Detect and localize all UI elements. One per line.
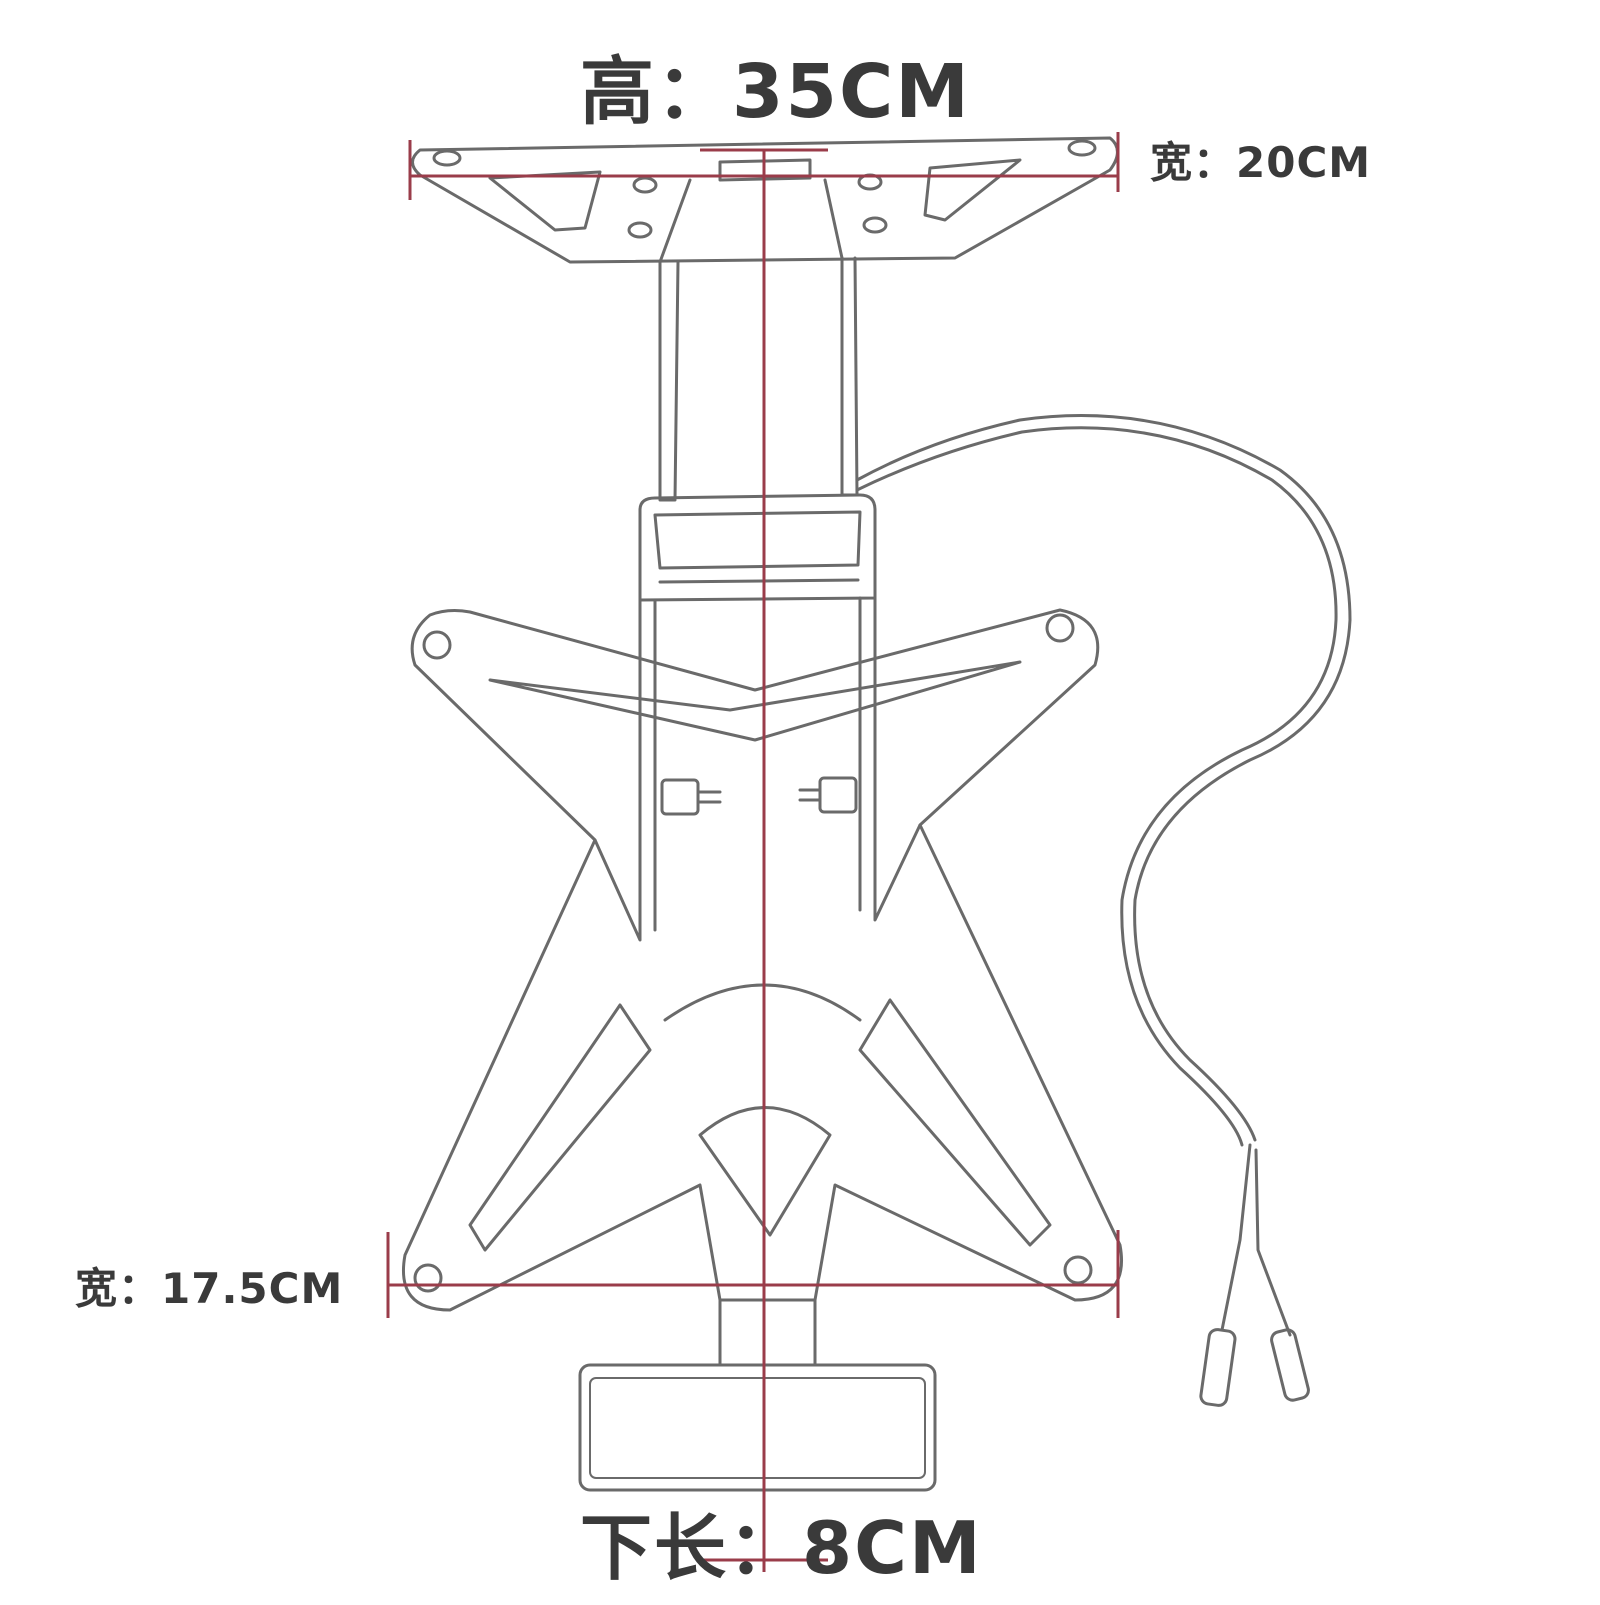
light-housing (638, 493, 877, 602)
bottom-width-label: 宽：17.5CM (75, 1264, 344, 1313)
inner-frame (593, 596, 922, 942)
vertical-arms (658, 178, 859, 502)
height-label: 高：35CM (580, 49, 971, 135)
top-mounting-plate (411, 136, 1119, 264)
reflector (578, 1298, 937, 1492)
lower-length-label: 下长：8CM (580, 1506, 983, 1590)
wire (855, 414, 1352, 1407)
measurement-lines (386, 132, 1120, 1572)
mounting-bolts (660, 776, 858, 816)
top-width-label: 宽：20CM (1150, 138, 1372, 187)
